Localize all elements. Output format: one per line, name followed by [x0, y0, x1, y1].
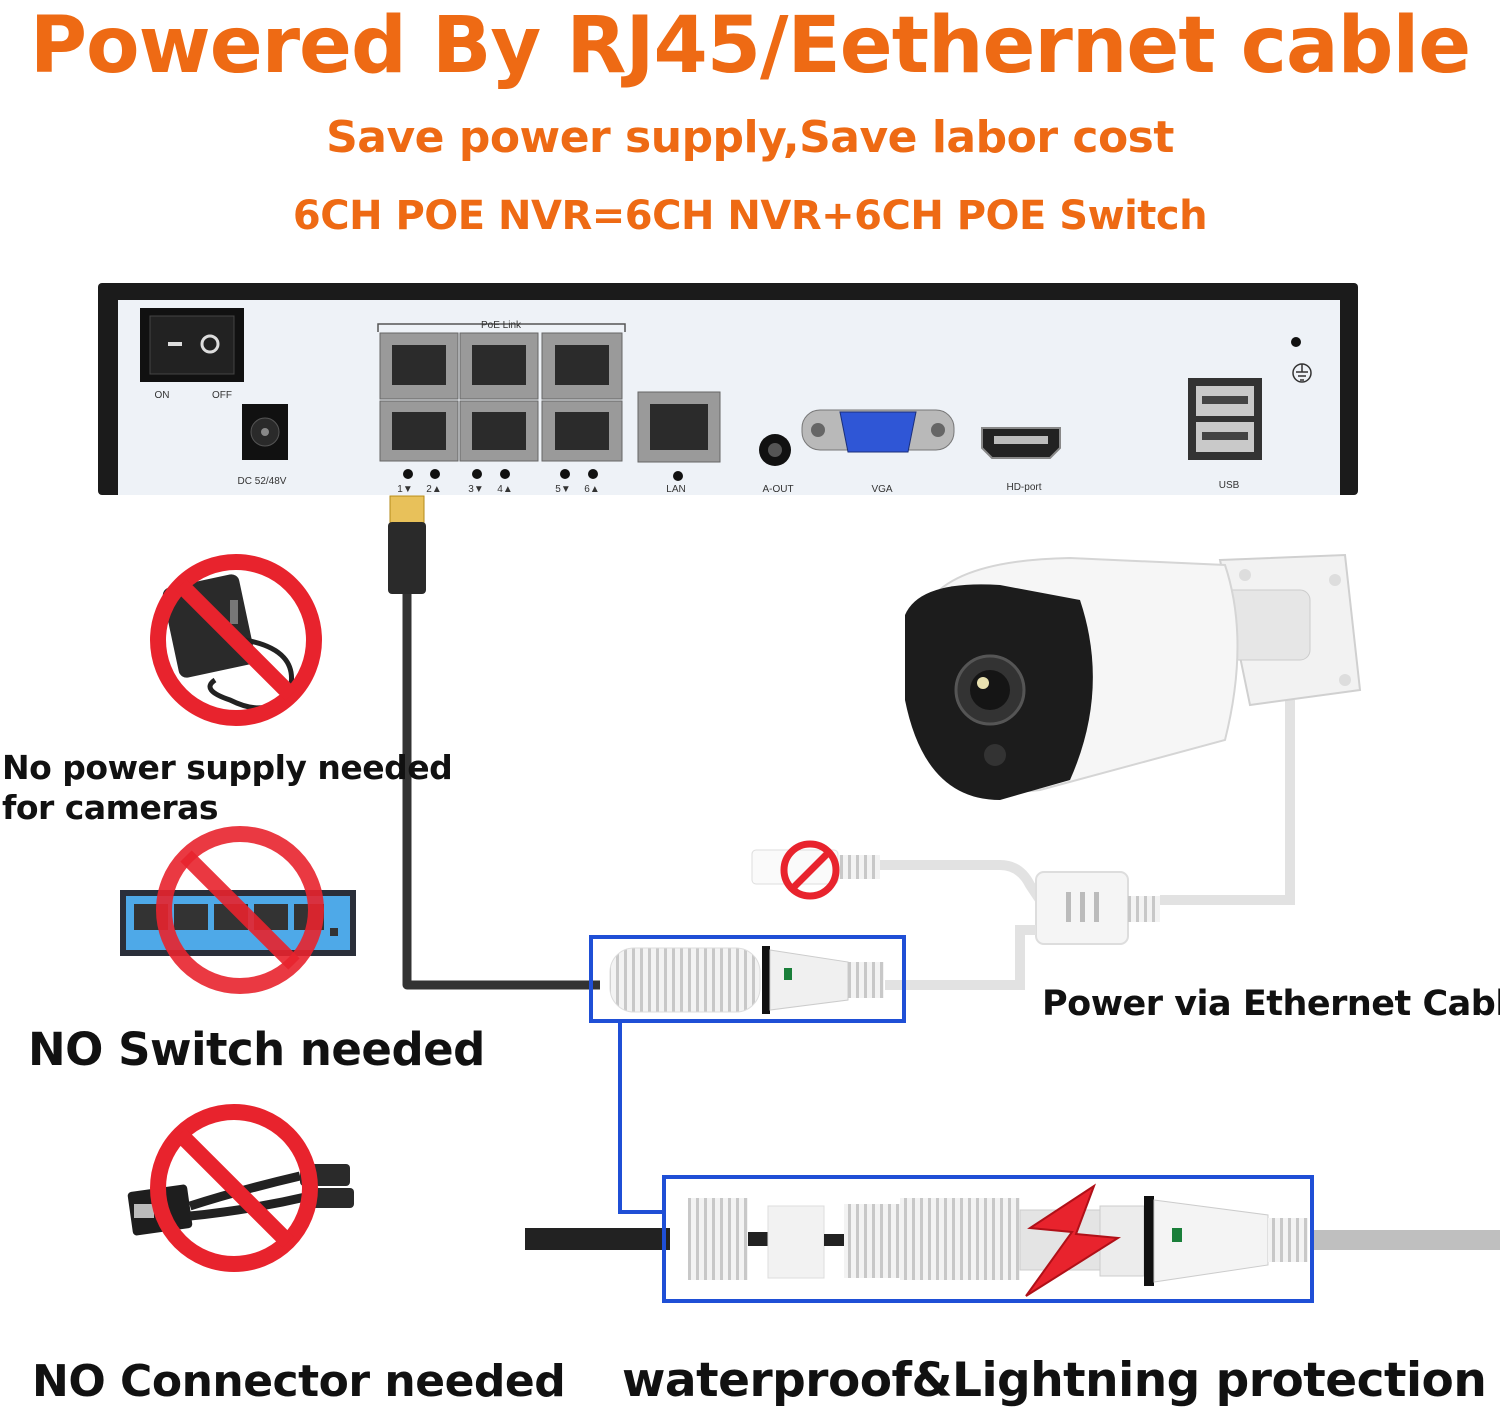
waterproof-connector [609, 946, 884, 1014]
frame-link-line [618, 1021, 664, 1214]
hdmi-port [981, 427, 1061, 459]
poe-link-label: PoE Link [481, 320, 522, 331]
vga-label: VGA [871, 484, 892, 495]
port-3-label: 3▼ [468, 484, 483, 495]
ethernet-cable [388, 495, 600, 990]
page-subtitle: Save power supply,Save labor cost [326, 112, 1174, 163]
vga-port [801, 409, 955, 453]
usb-ports [1188, 378, 1262, 460]
nvr-device [98, 283, 1358, 495]
audio-out-jack [759, 434, 791, 466]
switch-on-label: ON [155, 390, 170, 401]
lan-label: LAN [666, 484, 685, 495]
no-connector-label: NO Connector needed [32, 1356, 566, 1407]
dc-label: DC 52/48V [238, 476, 287, 487]
port-4-label: 4▲ [497, 484, 512, 495]
port-5-label: 5▼ [555, 484, 570, 495]
splitter-box [885, 871, 1160, 990]
no-switch-label: NO Switch needed [28, 1023, 485, 1076]
waterproof-label: waterproof&Lightning protection [622, 1353, 1487, 1408]
forbidden-icon [150, 1104, 318, 1272]
forbidden-icon [780, 840, 840, 900]
no-power-label-line2: for cameras [2, 788, 219, 827]
highlight-frame-connector [589, 935, 906, 1023]
forbidden-icon [150, 554, 322, 726]
forbidden-icon [156, 826, 324, 994]
port-1-label: 1▼ [397, 484, 412, 495]
waterproof-assembly [525, 1196, 1500, 1286]
power-switch [140, 308, 244, 382]
bullet-camera-icon [905, 553, 1362, 905]
highlight-frame-waterproof [662, 1175, 1314, 1303]
dc-jack [242, 404, 288, 460]
port-6-label: 6▲ [584, 484, 599, 495]
hdport-label: HD-port [1006, 482, 1041, 493]
dc-input-tail [751, 849, 1045, 903]
power-via-ethernet-label: Power via Ethernet Cable [1042, 984, 1500, 1024]
lan-port [637, 391, 721, 481]
no-power-label-line1: No power supply needed [2, 748, 453, 787]
switch-off-label: OFF [212, 390, 232, 401]
lightning-icon [1025, 1183, 1122, 1297]
aout-label: A-OUT [762, 484, 793, 495]
port-2-label: 2▲ [426, 484, 441, 495]
page-title: Powered By RJ45/Eethernet cable [29, 1, 1471, 91]
page-tagline: 6CH POE NVR=6CH NVR+6CH POE Switch [292, 193, 1208, 239]
usb-label: USB [1219, 480, 1240, 491]
